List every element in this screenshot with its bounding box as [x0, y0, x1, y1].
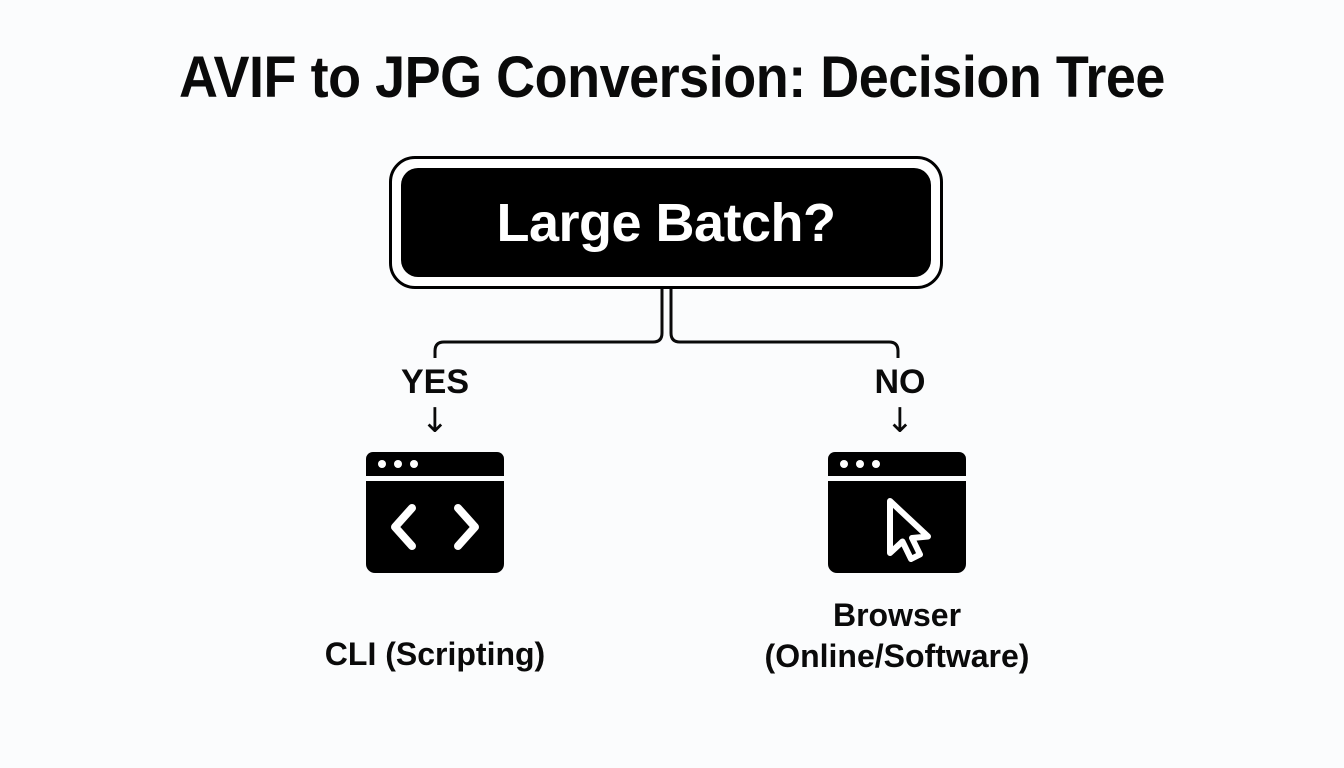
window-dot-icon	[378, 460, 386, 468]
window-dot-icon	[410, 460, 418, 468]
outcome-label-cli: CLI (Scripting)	[225, 634, 645, 675]
decision-node: Large Batch?	[389, 156, 943, 289]
window-dot-icon	[872, 460, 880, 468]
window-titlebar	[828, 452, 966, 476]
window-body	[828, 481, 966, 573]
cli-window-icon	[366, 452, 504, 573]
decision-node-body: Large Batch?	[401, 168, 931, 277]
window-body	[366, 481, 504, 573]
branch-label-no: NO	[874, 363, 926, 401]
chevrons-icon	[391, 504, 479, 550]
window-dot-icon	[394, 460, 402, 468]
outcome-label-browser-line1: Browser	[832, 597, 962, 633]
outcome-label-cli-line1: CLI (Scripting)	[324, 636, 546, 672]
arrow-down-icon-no: ↓	[885, 401, 915, 441]
window-dot-icon	[840, 460, 848, 468]
window-dot-icon	[856, 460, 864, 468]
window-titlebar	[366, 452, 504, 476]
branch-label-yes: YES	[400, 363, 470, 401]
browser-window-icon	[828, 452, 966, 573]
outcome-label-browser-line2: (Online/Software)	[764, 638, 1030, 674]
outcome-label-browser: Browser (Online/Software)	[687, 595, 1107, 677]
cursor-pointer-icon	[887, 498, 931, 562]
decision-node-label: Large Batch?	[496, 192, 836, 253]
arrow-down-icon-yes: ↓	[420, 401, 450, 441]
page-title: AVIF to JPG Conversion: Decision Tree	[179, 45, 1165, 110]
